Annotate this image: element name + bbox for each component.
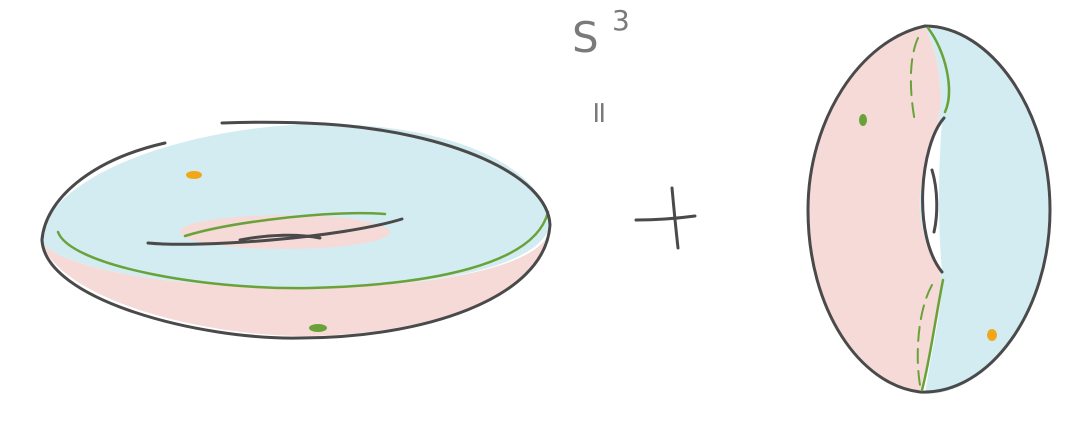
vtorus-hole-inner <box>930 168 939 234</box>
torus-hole-line <box>146 217 404 246</box>
torus-hole-line-2 <box>238 233 322 242</box>
s-symbol: S <box>572 13 599 62</box>
vtorus-right-fill <box>919 26 1050 395</box>
vtorus-dashed-top <box>909 37 919 123</box>
horizontal-torus <box>40 120 552 340</box>
plus-text: + <box>0 0 1 1</box>
torus-seam <box>56 210 550 290</box>
torus-outline <box>40 120 552 340</box>
green-dot-left <box>309 324 327 332</box>
vtorus-outline <box>806 24 1052 394</box>
orange-dot-left <box>186 171 202 179</box>
s3-heading: S 3 = <box>572 4 630 125</box>
vtorus-seam-top <box>926 26 951 114</box>
vtorus-dashed-bottom <box>916 284 933 386</box>
torus-top-fill <box>40 124 550 288</box>
plus-sign: + <box>0 0 697 250</box>
vertical-torus <box>806 24 1052 395</box>
vtorus-left-fill <box>808 26 942 392</box>
green-dot-right <box>859 114 867 126</box>
s-exponent: 3 <box>612 4 630 37</box>
equals-sign: = <box>582 100 617 125</box>
hole-seam <box>183 211 387 238</box>
plus-horizontal <box>634 214 697 222</box>
torus-hole-fill <box>180 215 390 249</box>
vtorus-hole-line <box>921 116 946 274</box>
torus-bottom-fill <box>40 230 550 336</box>
plus-vertical <box>670 186 680 250</box>
orange-dot-right <box>987 329 997 341</box>
vtorus-seam-bottom <box>920 278 945 392</box>
